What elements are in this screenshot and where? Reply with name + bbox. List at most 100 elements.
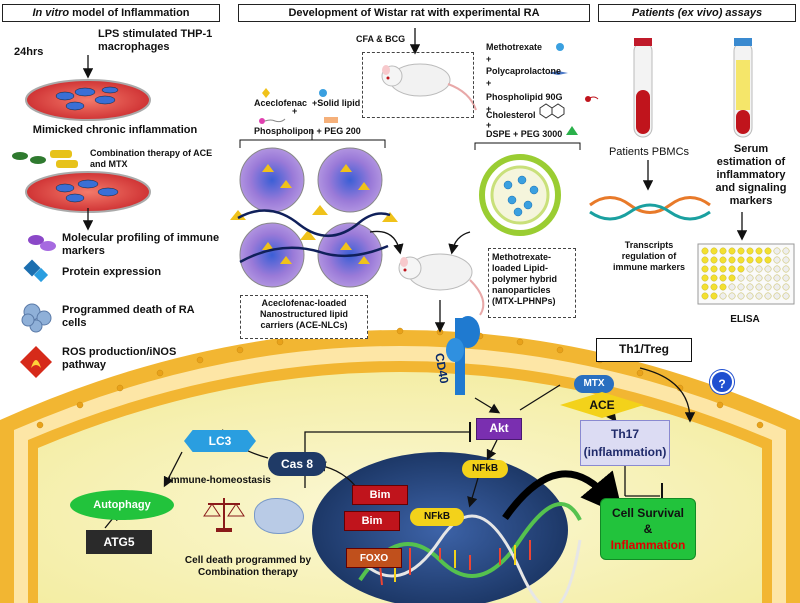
elisa-well <box>746 265 754 273</box>
elisa-well <box>764 292 772 300</box>
transcripts-label: Transcripts regulation of immune markers <box>612 240 686 272</box>
foxo-box: FOXO <box>346 548 402 568</box>
elisa-well <box>728 256 736 264</box>
elisa-well <box>773 292 781 300</box>
dspe-label: DSPE + PEG 3000 <box>486 129 563 139</box>
elisa-well <box>755 292 763 300</box>
th1treg-box: Th1/Treg <box>596 338 692 362</box>
inflammation-label: Inflammation <box>610 538 686 552</box>
protein-label: Protein expression <box>62 266 162 278</box>
balance-icon <box>202 494 246 534</box>
cell-death-label: Cell death programmed by Combination the… <box>184 555 312 578</box>
elisa-well <box>701 283 709 291</box>
akt-box: Akt <box>476 418 522 440</box>
nfkb-cyto: NFkB <box>462 460 508 478</box>
mimicked-label: Mimicked chronic inflammation <box>32 124 198 136</box>
elisa-well <box>701 247 709 255</box>
elisa-well <box>782 283 790 291</box>
cfa-label: CFA & BCG <box>356 34 406 44</box>
phospholipon-label: Phospholipon + PEG 200 <box>254 126 361 136</box>
elisa-well <box>710 256 718 264</box>
bim-box-1: Bim <box>352 485 408 505</box>
plus-3: + <box>486 78 492 88</box>
elisa-well <box>701 265 709 273</box>
survival-amp: & <box>643 522 653 536</box>
elisa-well <box>737 283 745 291</box>
elisa-well <box>710 292 718 300</box>
header-invitro-rest: model of Inflammation <box>69 7 190 19</box>
elisa-well <box>728 292 736 300</box>
elisa-well <box>755 274 763 282</box>
elisa-well <box>755 256 763 264</box>
atg5-box: ATG5 <box>86 530 152 554</box>
elisa-well <box>719 274 727 282</box>
elisa-well <box>782 265 790 273</box>
elisa-well <box>710 265 718 273</box>
ace-nlc-label: Aceclofenac-loaded Nanostructured lipid … <box>240 295 368 339</box>
lc3-box: LC3 <box>184 430 256 452</box>
aceclofenac-label: Aceclofenac <box>254 98 308 108</box>
survival-label: Cell Survival <box>611 506 685 520</box>
elisa-well <box>737 265 745 273</box>
solid-lipid-label: +Solid lipid <box>312 98 361 108</box>
immune-homeostasis-label: Immune-homeostasis <box>168 475 271 486</box>
elisa-well <box>719 283 727 291</box>
ace-nlc-particles <box>230 147 398 288</box>
elisa-well <box>746 274 754 282</box>
rat-box <box>362 52 474 118</box>
elisa-well <box>782 274 790 282</box>
autophagy-box: Autophagy <box>70 490 174 520</box>
elisa-well <box>764 247 772 255</box>
elisa-well <box>728 274 736 282</box>
elisa-well <box>737 256 745 264</box>
polycaprolactone-label: Polycaprolactone <box>486 66 562 76</box>
serum-label: Serum estimation of inflammatory and sig… <box>715 143 787 207</box>
elisa-well <box>719 256 727 264</box>
cholesterol-label: Cholesterol <box>486 110 536 120</box>
plus-2: + <box>486 54 492 64</box>
header-invitro-em: In vitro <box>32 7 70 19</box>
elisa-well <box>701 292 709 300</box>
elisa-well <box>737 274 745 282</box>
th17-box: Th17 (inflammation) <box>580 420 670 466</box>
elisa-well <box>746 292 754 300</box>
phospholipid-label: Phospholipid 90G <box>486 92 563 102</box>
elisa-well <box>746 256 754 264</box>
profiling-label: Molecular profiling of immune markers <box>62 232 220 257</box>
hours-label: 24hrs <box>14 46 44 58</box>
elisa-well <box>773 256 781 264</box>
elisa-well <box>737 292 745 300</box>
elisa-well <box>746 247 754 255</box>
ros-label: ROS production/iNOS pathway <box>62 346 177 371</box>
elisa-well <box>764 265 772 273</box>
elisa-well <box>701 256 709 264</box>
mtx-lphnp-label: Methotrexate-loaded Lipid-polymer hybrid… <box>488 248 576 318</box>
plus-5: + <box>486 120 492 130</box>
header-wistar: Development of Wistar rat with experimen… <box>238 4 590 22</box>
elisa-well <box>782 256 790 264</box>
combo-label: Combination therapy of ACE and MTX <box>90 148 213 169</box>
elisa-well <box>764 283 772 291</box>
header-invitro: In vitro model of Inflammation <box>2 4 220 22</box>
elisa-well <box>782 247 790 255</box>
pbmcs-label: Patients PBMCs <box>608 146 690 158</box>
petri-dish-2 <box>25 171 151 213</box>
bim-box-2: Bim <box>344 511 400 531</box>
elisa-well <box>710 274 718 282</box>
survival-box: Cell Survival & Inflammation <box>600 498 696 560</box>
plus-1: + <box>292 106 298 116</box>
elisa-well <box>737 247 745 255</box>
elisa-well <box>746 283 754 291</box>
elisa-well <box>728 265 736 273</box>
lps-label: LPS stimulated THP-1 macrophages <box>98 28 213 53</box>
death-label: Programmed death of RA cells <box>62 304 195 329</box>
elisa-well <box>728 283 736 291</box>
elisa-well <box>719 247 727 255</box>
elisa-well <box>764 256 772 264</box>
cas8-box: Cas 8 <box>268 452 326 476</box>
elisa-well <box>773 274 781 282</box>
nfkb-nuclear: NFkB <box>410 508 464 526</box>
question-icon: ? <box>710 370 734 394</box>
apoptotic-cell-icon <box>254 498 304 534</box>
elisa-well <box>710 283 718 291</box>
